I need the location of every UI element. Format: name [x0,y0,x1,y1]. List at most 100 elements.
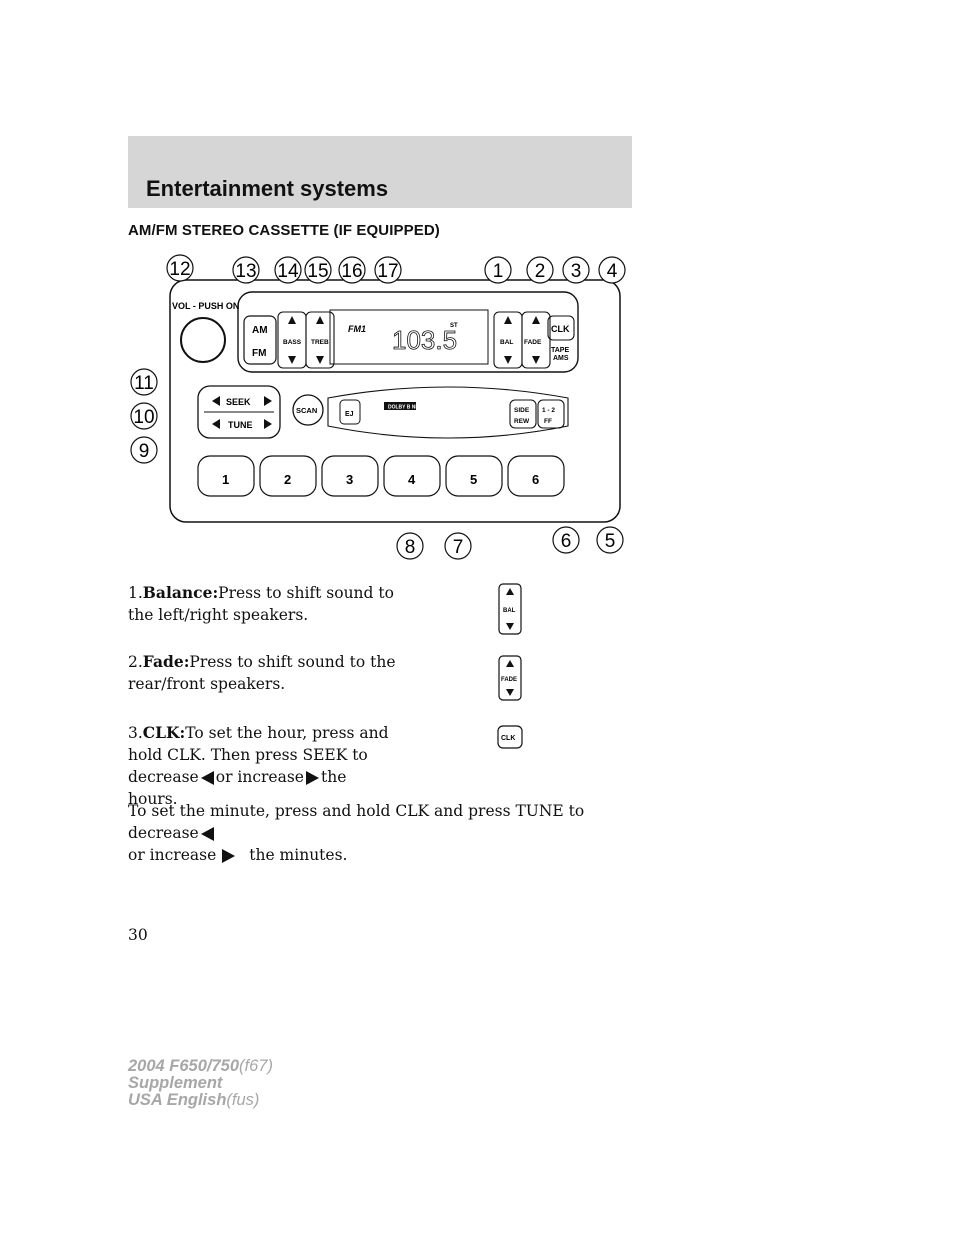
minute-text: To set the minute, press and hold CLK an… [128,802,585,842]
preset-button-2 [259,455,317,497]
preset-button-4 [383,455,441,497]
side-label: SIDE [514,407,530,414]
one-two-label: 1 - 2 [542,407,555,414]
bal-label: BAL [500,339,513,346]
tape-label: TAPE [551,347,569,354]
display-stereo: ST [450,323,458,329]
footer-language-code: (fus) [226,1091,260,1109]
radio-diagram: VOL - PUSH ON AM FM BASS TREB FM1 103.5 … [130,254,626,560]
callout-circle-4 [598,256,626,284]
item-term: Fade: [142,652,190,671]
item-balance: 1.Balance:Press to shift sound to the le… [128,582,488,626]
callout-number-9: 9 [139,441,150,462]
callout-circle-10 [130,402,158,430]
callout-number-3: 3 [571,261,582,282]
callout-circle-14 [274,256,302,284]
item-number: 2. [128,653,143,671]
callout-circle-3 [562,256,590,284]
svg-text:FADE: FADE [501,677,517,683]
page-heading: AM/FM STEREO CASSETTE (IF EQUIPPED) [128,222,440,239]
callout-circle-8 [396,532,424,560]
tune-label: TUNE [228,420,253,430]
ff-label: FF [544,418,552,425]
item-number: 1. [128,584,143,602]
preset-label-4: 4 [408,472,416,487]
callout-number-10: 10 [133,407,154,428]
callout-number-6: 6 [561,531,572,552]
callout-circle-15 [304,256,332,284]
callout-number-15: 15 [307,261,328,282]
item-fade: 2.Fade:Press to shift sound to the rear/… [128,651,488,695]
item-text: Press to shift sound to [218,584,394,602]
item-text: the left/right speakers. [128,606,309,624]
footer-model: 2004 F650/750 [128,1057,240,1075]
minute-paragraph: To set the minute, press and hold CLK an… [128,800,638,866]
callout-number-12: 12 [169,259,190,280]
item-text: hours. [128,790,178,808]
callout-number-13: 13 [235,261,256,282]
display-band: FM1 [348,324,366,334]
preset-button-5 [445,455,503,497]
clk-key-icon: CLK [497,725,523,749]
preset-label-6: 6 [532,472,539,487]
ams-label: AMS [553,355,569,362]
increase-arrow-icon [305,771,319,785]
ej-label: EJ [345,411,354,418]
fm-label: FM [252,348,266,359]
item-text: hold CLK. Then press SEEK to [128,746,368,764]
item-text: or increase [215,768,304,786]
rew-label: REW [514,418,530,425]
item-text: Press to shift sound to the [189,653,396,671]
decrease-arrow-icon [200,827,214,841]
page-number: 30 [128,926,148,944]
clk-label: CLK [551,324,570,334]
callout-number-5: 5 [605,531,616,552]
item-text: To set the hour, press and [185,724,389,742]
item-number: 3. [128,724,143,742]
bass-label: BASS [283,339,302,346]
callout-number-2: 2 [535,261,546,282]
decrease-arrow-icon [200,771,214,785]
callout-circle-11 [130,368,158,396]
preset-button-3 [321,455,379,497]
volume-knob [180,317,226,363]
callout-circle-2 [526,256,554,284]
treb-label: TREB [311,339,329,346]
section-header-bar: Entertainment systems [128,136,632,208]
callout-circle-1 [484,256,512,284]
section-title: Entertainment systems [146,176,389,201]
callout-number-17: 17 [377,261,398,282]
dolby-label: DOLBY B NR [388,405,419,411]
increase-arrow-icon [222,849,236,863]
callout-circle-9 [130,436,158,464]
callout-circle-7 [444,532,472,560]
preset-button-6 [507,455,565,497]
scan-label: SCAN [296,406,317,415]
knob-label: VOL - PUSH ON [172,301,239,311]
item-clk: 3.CLK:To set the hour, press and hold CL… [128,722,488,810]
fade-key-icon: FADE [498,655,522,701]
callout-number-16: 16 [341,261,362,282]
callout-circle-16 [338,256,366,284]
item-text: the [320,768,347,786]
callout-circle-13 [232,256,260,284]
preset-label-5: 5 [470,472,477,487]
svg-text:BAL: BAL [503,608,516,614]
callout-circle-5 [596,526,624,554]
preset-label-2: 2 [284,472,291,487]
callout-number-8: 8 [405,537,416,558]
callout-number-4: 4 [607,261,618,282]
item-text: decrease [128,768,199,786]
minute-text: the minutes. [249,846,348,864]
preset-label-3: 3 [346,472,353,487]
item-text: rear/front speakers. [128,675,286,693]
callout-number-7: 7 [453,537,464,558]
callout-circle-12 [166,254,194,282]
callout-circle-17 [374,256,402,284]
display-frequency: 103.5 [392,325,457,355]
item-term: Balance: [142,583,219,602]
svg-text:CLK: CLK [501,735,515,742]
footer: 2004 F650/750(f67) Supplement USA Englis… [128,1058,273,1109]
